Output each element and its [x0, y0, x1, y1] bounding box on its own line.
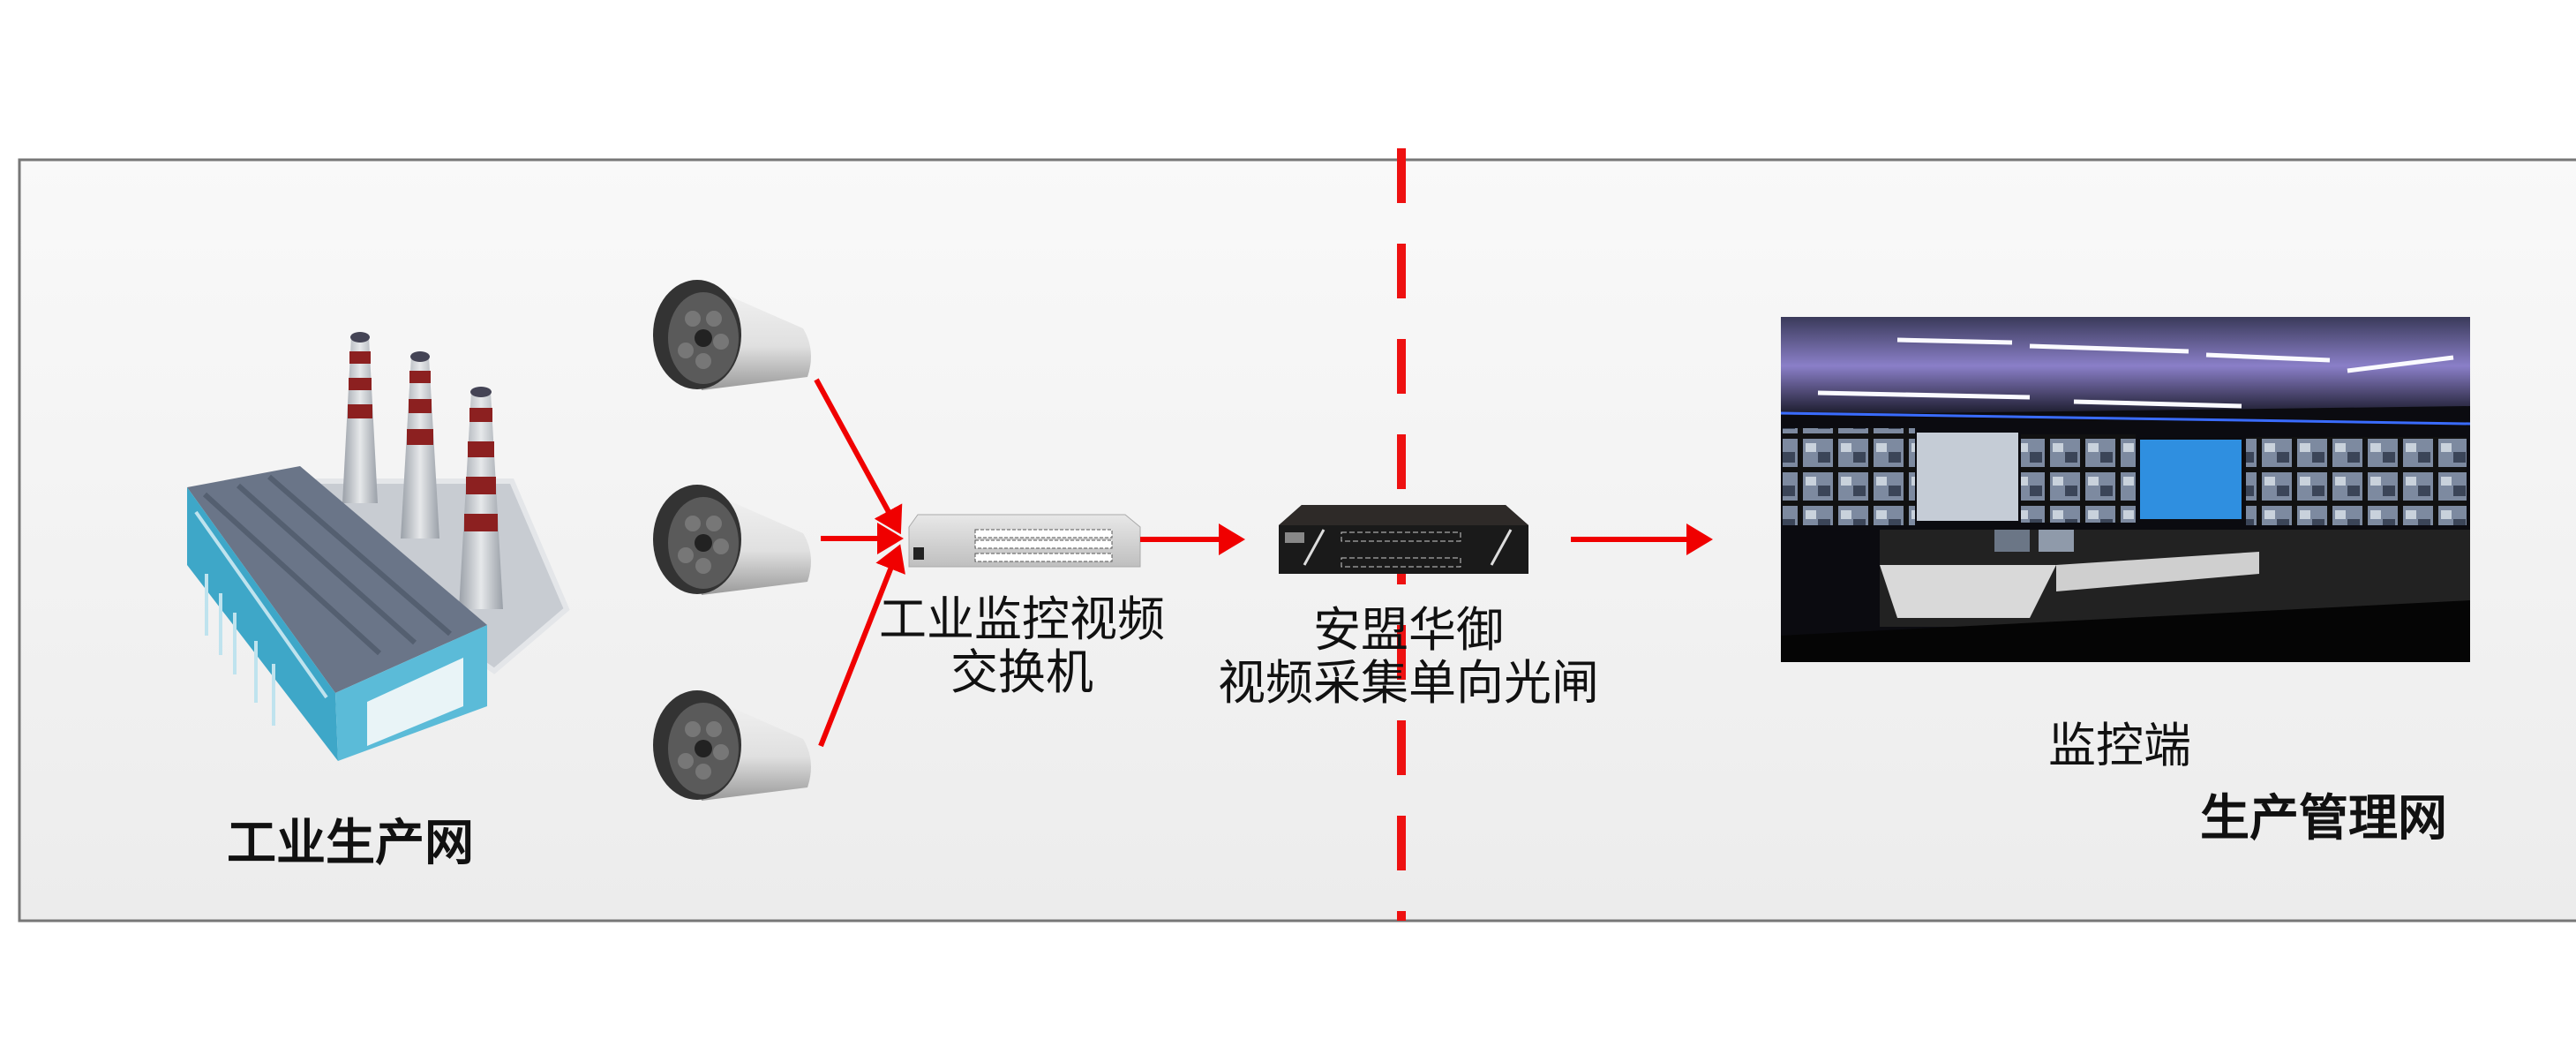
- switch-label-line2: 交换机: [950, 644, 1093, 701]
- unidirectional-gateway-icon: [1279, 505, 1528, 574]
- monitoring-center-image: [1780, 317, 2471, 662]
- gateway-label-line1: 安盟华御: [1313, 602, 1504, 658]
- zone-title-industrial-production: 工业生产网: [227, 815, 474, 872]
- camera-icon-2: [653, 485, 811, 595]
- chimney-3: [459, 387, 503, 609]
- chimney-2: [401, 351, 439, 539]
- factory-icon: [187, 332, 570, 761]
- arrow-camera3-to-switch: [818, 544, 905, 748]
- gateway-label-line2: 视频采集单向光闸: [1218, 655, 1599, 712]
- camera-icon-3: [653, 690, 811, 801]
- video-switch-icon: [908, 514, 1141, 568]
- switch-label-line1: 工业监控视频: [879, 591, 1165, 647]
- camera-icon-1: [653, 280, 811, 390]
- arrow-camera1-to-switch: [814, 378, 903, 535]
- zone-title-production-management: 生产管理网: [2200, 790, 2447, 847]
- monitor-label: 监控端: [2048, 718, 2191, 773]
- switch-label: 工业监控视频 交换机: [879, 591, 1165, 701]
- chimney-1: [342, 332, 378, 503]
- gateway-label: 安盟华御 视频采集单向光闸: [1218, 602, 1599, 712]
